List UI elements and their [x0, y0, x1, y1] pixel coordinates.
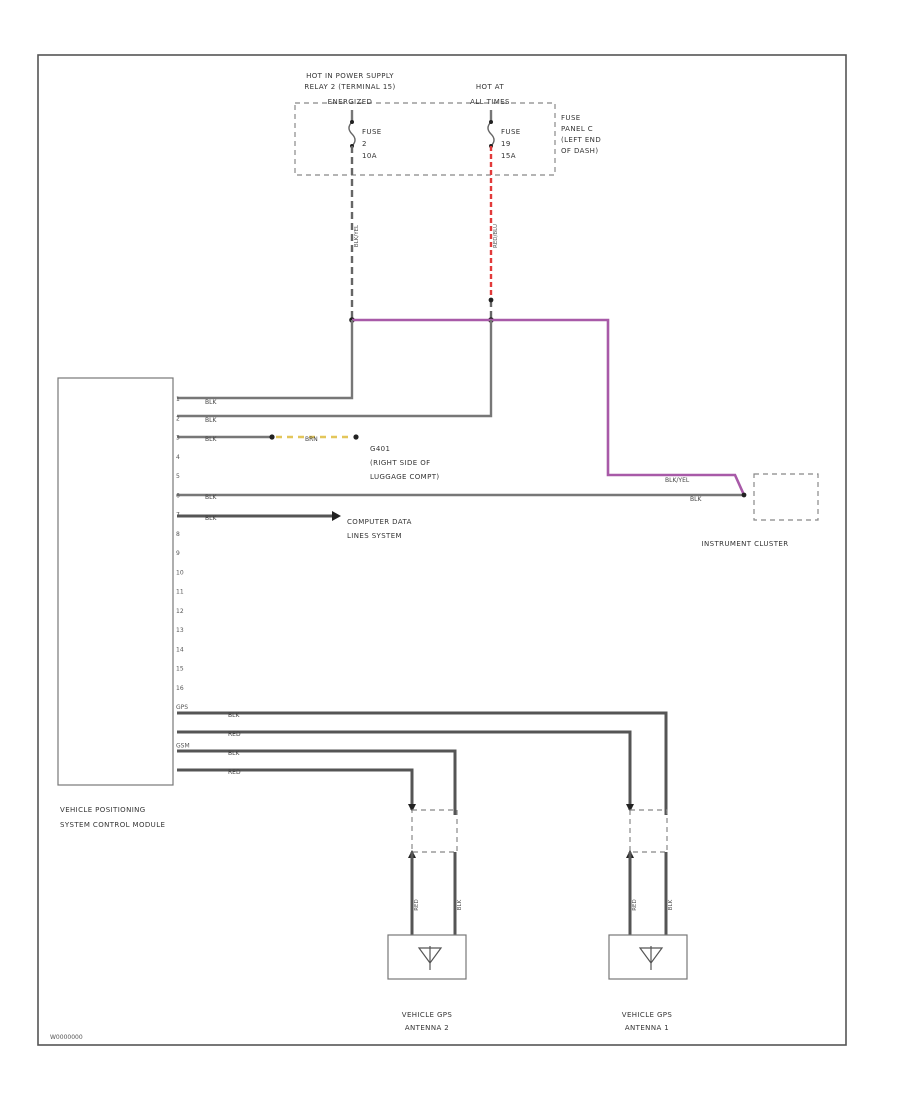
fuse-panel-label-1: FUSE: [561, 114, 581, 122]
diagram-frame: [37, 54, 847, 1046]
pin-6-wire-color: BLK: [205, 494, 217, 501]
antenna-1-icon: [638, 946, 664, 970]
fuse-19-wire-color: RED/BLU: [493, 224, 499, 248]
pin-label: 13: [176, 627, 184, 634]
gps1-shield-wire: [177, 730, 632, 810]
fuse-19-label-1: FUSE: [501, 128, 521, 136]
antenna-2-label-1: VEHICLE GPS: [402, 1011, 453, 1019]
fuse-panel-label-3: (LEFT END: [561, 136, 601, 144]
cluster-wire-color-1: BLK/YEL: [665, 477, 690, 484]
pin-1-wire-color: BLK: [205, 399, 217, 406]
antenna-2-connector: RED BLK: [408, 804, 463, 935]
antenna-1-label-2: ANTENNA 1: [625, 1024, 669, 1032]
gps2-shield-color: RED: [228, 769, 241, 776]
pin-3-wire-color: BLK: [205, 436, 217, 443]
cluster-wire-color-2: BLK: [690, 496, 702, 503]
antenna-1-connector: RED BLK: [626, 804, 674, 935]
fuse-2: FUSE 2 10A: [348, 110, 382, 160]
computer-label-1: COMPUTER DATA: [347, 518, 412, 526]
control-module-box: [57, 377, 174, 786]
pin-label: 10: [176, 569, 184, 576]
fuse-2-label-3: 10A: [362, 152, 377, 160]
fuse-panel-box: [294, 102, 556, 176]
gps1-signal-color: BLK: [228, 712, 240, 719]
hot-at-label-1: HOT AT: [476, 83, 505, 91]
ground-label-3: LUGGAGE COMPT): [370, 473, 440, 481]
pin-label: 2: [176, 415, 180, 422]
pin-label: 8: [176, 531, 180, 538]
ground-label-2: (RIGHT SIDE OF: [370, 459, 431, 467]
diagram-code: W0000000: [50, 1034, 83, 1041]
control-module-label-1: VEHICLE POSITIONING: [60, 806, 146, 814]
fuse-19: FUSE 19 15A: [487, 110, 521, 160]
control-module-label-2: SYSTEM CONTROL MODULE: [60, 821, 165, 829]
hot-at-label-2: ALL TIMES: [470, 98, 510, 106]
pin-label: 3: [176, 435, 180, 442]
gps-antenna-1: VEHICLE GPS ANTENNA 1: [608, 934, 688, 1032]
pin-label: 14: [176, 646, 184, 653]
gps2-signal-wire: [177, 749, 457, 815]
antenna-2-label-2: ANTENNA 2: [405, 1024, 449, 1032]
hot-in-label-1: HOT IN POWER SUPPLY: [306, 72, 394, 80]
pin-3-connector: [269, 434, 275, 440]
computer-arrow: [332, 511, 341, 521]
pin-label: 9: [176, 550, 180, 557]
cluster-connector: [741, 492, 747, 498]
instrument-cluster-label: INSTRUMENT CLUSTER: [702, 540, 789, 548]
pin-label: 6: [176, 492, 180, 499]
pin-label: 11: [176, 589, 184, 596]
pin-label: 4: [176, 454, 180, 461]
red-wire-end: [488, 297, 494, 303]
gps2-shield-wire: [177, 768, 414, 810]
pin-label: 16: [176, 685, 184, 692]
fuse-panel-label-2: PANEL C: [561, 125, 593, 133]
antenna-1-left-color: RED: [632, 899, 638, 911]
pin-label: GSM: [176, 743, 190, 750]
pin-7-wire-color: BLK: [205, 515, 217, 522]
pin-label: 7: [176, 512, 180, 519]
antenna-2-left-color: RED: [414, 899, 420, 911]
ground-wire-color: BRN: [305, 436, 318, 443]
antenna-2-icon: [417, 946, 443, 970]
gps-antenna-2: VEHICLE GPS ANTENNA 2: [387, 934, 467, 1032]
pin-label: 1: [176, 396, 180, 403]
pin-label: 15: [176, 666, 184, 673]
antenna-2-right-color: BLK: [457, 899, 463, 910]
antenna-1-label-1: VEHICLE GPS: [622, 1011, 673, 1019]
pin-label: 12: [176, 608, 184, 615]
hot-in-label-2: RELAY 2 (TERMINAL 15): [304, 83, 395, 91]
gps2-signal-color: BLK: [228, 750, 240, 757]
computer-label-2: LINES SYSTEM: [347, 532, 402, 540]
fuse-2-label-2: 2: [362, 140, 367, 148]
pin-2-wire: [177, 320, 493, 418]
cluster-wire: [352, 318, 746, 496]
antenna-1-right-color: BLK: [668, 899, 674, 910]
hot-in-label-3: ENERGIZED: [328, 98, 373, 106]
fuse-2-wire-color: BLK/YEL: [354, 224, 360, 247]
instrument-cluster-box: [753, 473, 819, 521]
gps1-shield-color: RED: [228, 731, 241, 738]
ground-label-1: G401: [370, 445, 390, 453]
fuse-panel-label-4: OF DASH): [561, 147, 598, 155]
fuse-2-label-1: FUSE: [362, 128, 382, 136]
pin-2-wire-color: BLK: [205, 417, 217, 424]
pin-1-wire: [177, 320, 354, 400]
fuse-19-label-3: 15A: [501, 152, 516, 160]
pin-label: GPS: [176, 704, 188, 711]
ground-point: [353, 434, 359, 440]
pin-label: 5: [176, 473, 180, 480]
fuse-19-label-2: 19: [501, 140, 511, 148]
gps1-signal-wire: [177, 711, 668, 815]
